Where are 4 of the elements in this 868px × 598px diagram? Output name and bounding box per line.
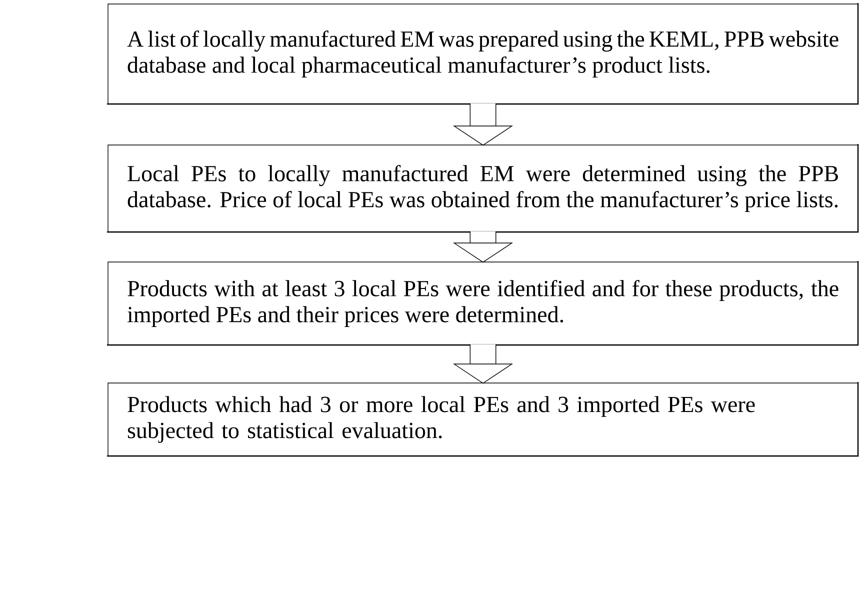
process-box: Products which had 3 or more local PEs and 3 imported PEs were subjected to statistical evaluation. <box>107 382 859 457</box>
process-box: Products with at least 3 local PEs were identified and for these products, the imported PEs and their prices were determined. <box>107 261 859 346</box>
process-box: Local PEs to locally manufactured EM were determined using the PPB database. Price of local PEs was obtained from the manufacturer’s price lists. <box>107 144 859 233</box>
process-box: A list of locally manufactured EM was prepared using the KEML, PPB website database and local pharmaceutical manufacturer’s product lists. <box>107 3 859 105</box>
